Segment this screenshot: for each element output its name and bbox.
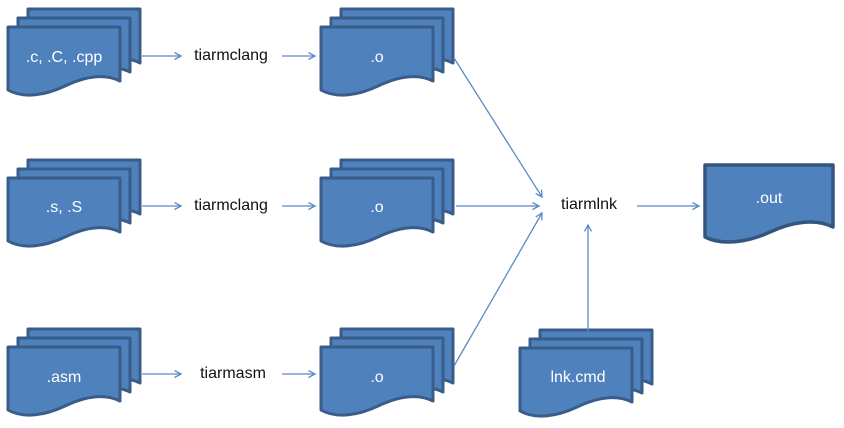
label-obj-c: .o (370, 49, 384, 66)
document-stack-obj-s (319, 158, 455, 248)
label-src-c: .c, .C, .cpp (25, 49, 103, 66)
label-obj-asm: .o (370, 369, 384, 386)
label-src-s: .s, .S (45, 199, 83, 216)
document-stack-obj-asm (319, 327, 455, 417)
label-out: .out (755, 190, 783, 207)
document-front (703, 163, 835, 244)
arrow-obj-asm-to-tiarmlnk (453, 213, 542, 367)
label-lnk-cmd: lnk.cmd (550, 369, 606, 386)
label-obj-s: .o (370, 199, 384, 216)
label-tiarmclang-c: tiarmclang (194, 47, 268, 64)
label-src-asm: .asm (46, 369, 82, 386)
document-stack-obj-c (319, 7, 455, 97)
label-tiarmclang-s: tiarmclang (194, 197, 268, 214)
arrow-obj-c-to-tiarmlnk (453, 57, 542, 197)
label-tiarmasm: tiarmasm (200, 365, 266, 382)
document-output (703, 163, 835, 244)
label-tiarmlnk: tiarmlnk (560, 196, 618, 213)
